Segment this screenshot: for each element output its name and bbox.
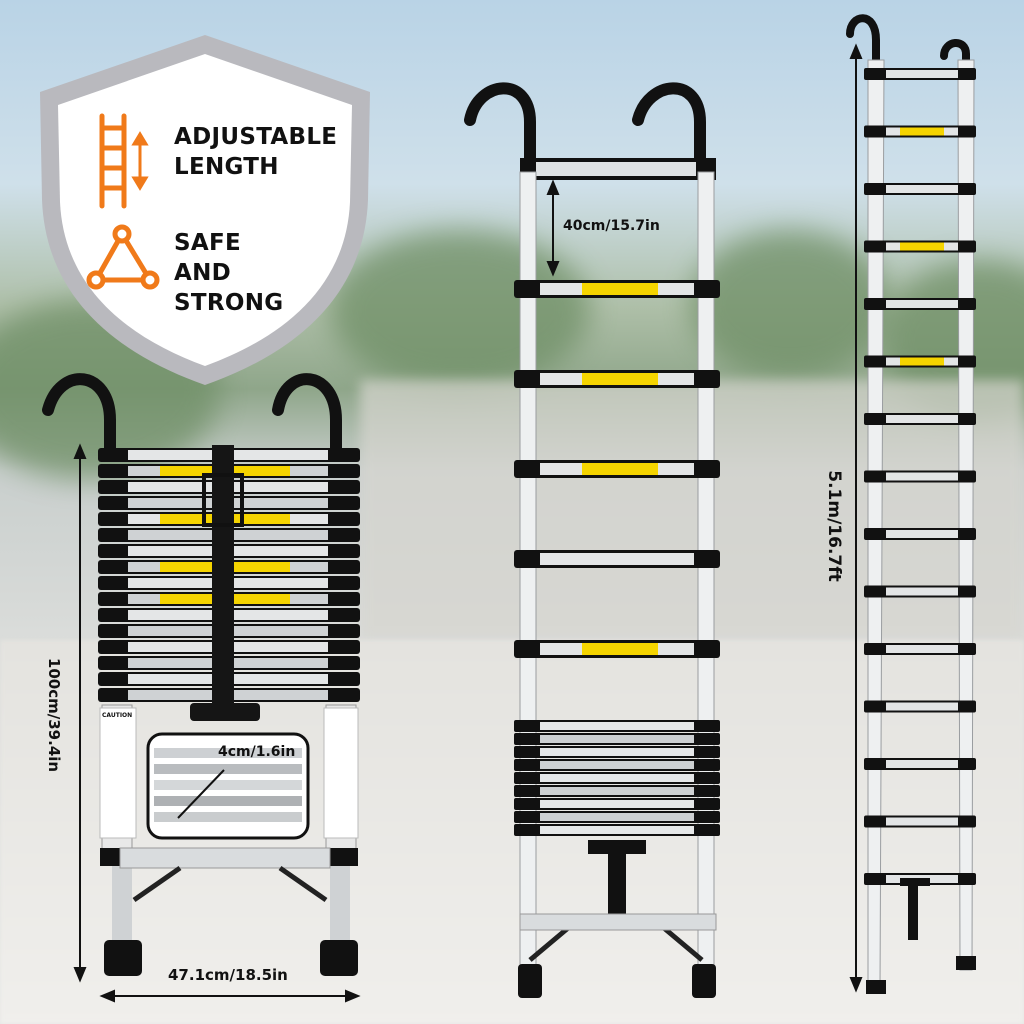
warning-sticker: [900, 242, 944, 251]
triangle-nodes-icon: [86, 224, 160, 290]
right-rung-face: [886, 185, 958, 193]
mid-stack-face: [540, 748, 694, 756]
right-rung-face: [886, 645, 958, 653]
mid-stack-face: [540, 722, 694, 730]
right-rung-face: [886, 472, 958, 481]
rung-depth-label: 4cm/1.6in: [218, 744, 296, 760]
feature-safe-line2: AND STRONG: [174, 260, 284, 316]
feature-adjustable-line1: ADJUSTABLE: [174, 124, 338, 150]
right-rung-face: [886, 300, 958, 308]
ladder-arrows-icon: [99, 113, 149, 209]
mid-stack-face: [540, 813, 694, 821]
mid-stack-face: [540, 787, 694, 795]
caution-label: CAUTION: [102, 712, 133, 719]
warning-sticker: [900, 357, 944, 366]
feature-adjustable-text: ADJUSTABLE LENGTH: [174, 122, 337, 182]
feature-safe-line1: SAFE: [174, 230, 241, 256]
feature-safe-text: SAFE AND STRONG: [174, 228, 283, 318]
mid-stack-face: [540, 774, 694, 782]
mid-stack-face: [540, 735, 694, 743]
feature-shield: ADJUSTABLE LENGTH SAFE AND STRONG: [30, 30, 380, 390]
right-rung-face: [886, 70, 958, 78]
mid-stack-face: [540, 800, 694, 808]
mid-stack-face: [540, 761, 694, 769]
warning-sticker: [582, 283, 658, 295]
rung-spacing-label: 40cm/15.7in: [563, 218, 660, 234]
right-rung-face: [886, 817, 958, 826]
width-label: 47.1cm/18.5in: [168, 966, 288, 984]
right-rung-face: [886, 702, 958, 711]
warning-sticker: [582, 373, 658, 385]
shield-shape: [40, 35, 370, 385]
mid-rung-face: [540, 553, 694, 565]
mid-stack-face: [540, 826, 694, 834]
right-rung-face: [886, 587, 958, 596]
right-rung-face: [886, 760, 958, 768]
warning-sticker: [582, 643, 658, 655]
feature-adjustable-line2: LENGTH: [174, 154, 279, 180]
warning-sticker: [582, 463, 658, 475]
right-rung-face: [886, 530, 958, 538]
right-rung-face: [886, 415, 958, 423]
warning-sticker: [900, 127, 944, 136]
extended-height-label: 5.1m/16.7ft: [823, 470, 844, 582]
